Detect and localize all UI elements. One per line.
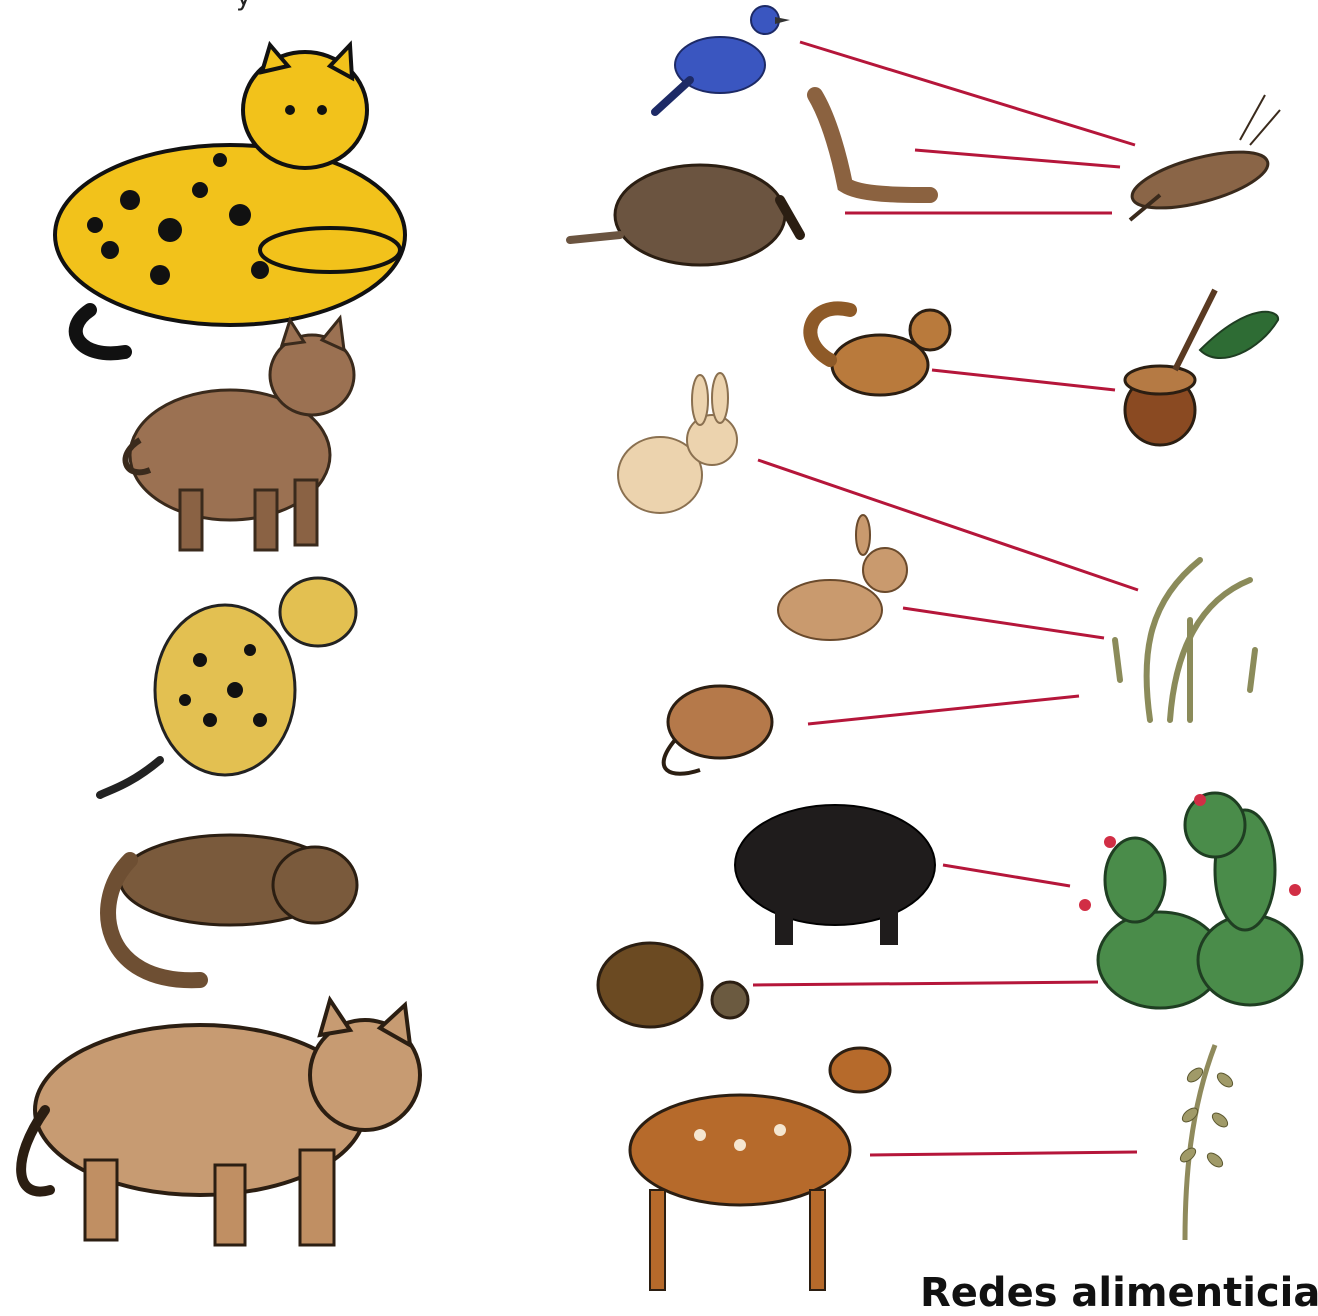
mouse-icon: [664, 686, 772, 774]
cactus-icon: [1079, 793, 1302, 1008]
link-deer-to-leaf_sprig: [870, 1152, 1137, 1155]
chipmunk-icon: [810, 308, 950, 395]
cricket-icon: [1127, 95, 1280, 220]
link-peccary-to-cactus: [943, 865, 1070, 886]
lizard-icon: [815, 95, 930, 195]
link-hare-to-grass: [903, 608, 1104, 638]
link-chipmunk-to-acorn: [932, 370, 1115, 390]
armadillo-icon: [570, 165, 800, 265]
jaguarundi-icon: [108, 835, 357, 980]
ocelot-icon: [100, 578, 356, 795]
acorn-icon: [1125, 290, 1278, 445]
diagram-title: Redes alimenticias: [920, 1270, 1318, 1316]
puma-icon: [21, 1000, 420, 1245]
link-tortoise-to-cactus: [753, 982, 1098, 985]
rabbit-icon: [618, 373, 737, 513]
tortoise-icon: [598, 943, 748, 1027]
bobcat-icon: [126, 318, 354, 550]
link-bird-to-cricket: [800, 42, 1135, 145]
leaf-sprig-icon: [1178, 1045, 1235, 1240]
link-lizard-to-cricket: [915, 150, 1120, 167]
link-mouse-to-grass: [808, 696, 1079, 724]
grass-icon: [1115, 560, 1255, 720]
link-rabbit-to-grass: [758, 460, 1138, 590]
peccary-icon: [735, 805, 935, 945]
jaguar-icon: [55, 45, 405, 353]
cropped-heading-fragment: y: [236, 0, 251, 12]
bird-icon: [655, 6, 790, 112]
hare-icon: [778, 515, 907, 640]
deer-icon: [630, 1048, 890, 1290]
